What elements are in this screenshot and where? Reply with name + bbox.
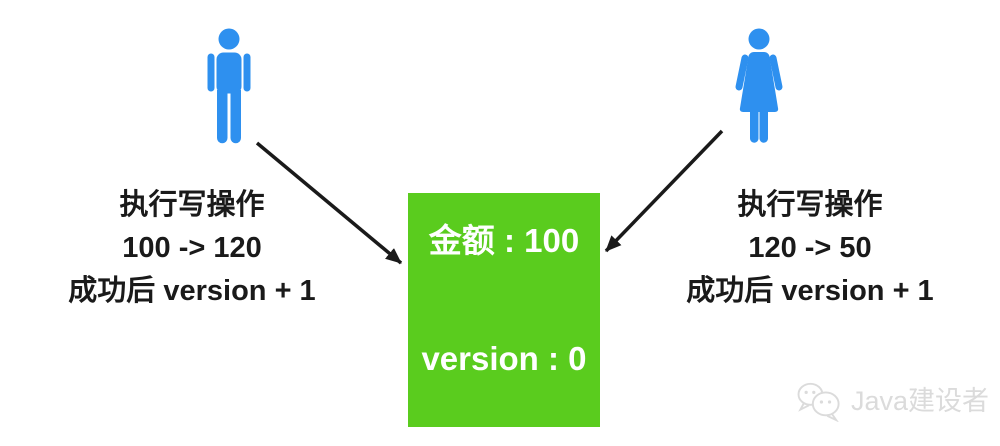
right-annotation: 执行写操作 120 -> 50 成功后 version + 1 bbox=[655, 184, 965, 313]
left-annotation-line3: 成功后 version + 1 bbox=[68, 275, 316, 307]
male-user-icon bbox=[204, 28, 254, 146]
version-text: version : 0 bbox=[421, 340, 587, 377]
version-data-box: 金额 : 100 version : 0 bbox=[408, 193, 600, 427]
wechat-icon bbox=[797, 382, 840, 422]
right-annotation-line3: 成功后 version + 1 bbox=[686, 275, 934, 307]
left-annotation: 执行写操作 100 -> 120 成功后 version + 1 bbox=[37, 184, 347, 313]
right-annotation-line1: 执行写操作 bbox=[737, 189, 883, 221]
left-annotation-line2: 100 -> 120 bbox=[122, 232, 262, 264]
watermark-text: Java建设者 bbox=[851, 386, 990, 416]
female-user-icon bbox=[733, 28, 785, 146]
left-annotation-line1: 执行写操作 bbox=[119, 189, 265, 221]
right-annotation-line2: 120 -> 50 bbox=[748, 232, 872, 264]
watermark: Java建设者 bbox=[796, 380, 989, 422]
amount-text: 金额 : 100 bbox=[428, 222, 580, 259]
